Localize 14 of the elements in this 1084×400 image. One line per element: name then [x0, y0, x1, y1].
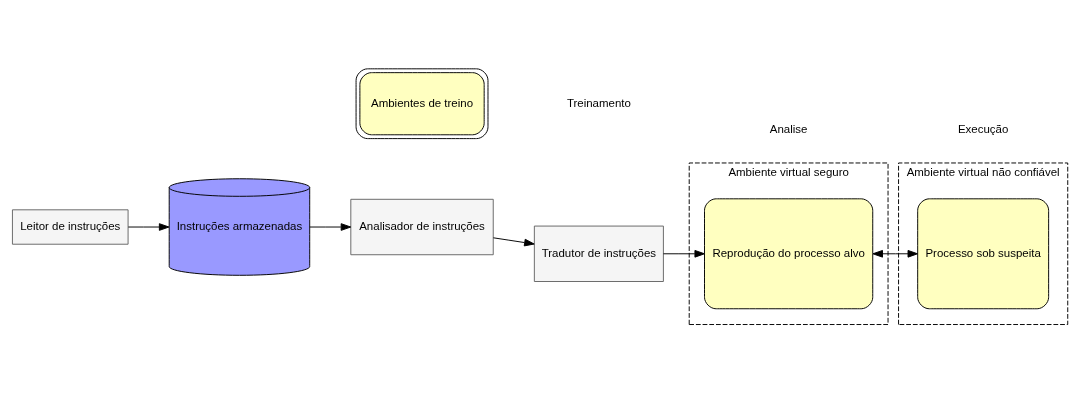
arrow	[127, 222, 170, 231]
arrow	[309, 222, 352, 231]
node-box: Tradutor de instruções	[533, 225, 664, 282]
arrow	[492, 236, 535, 246]
label: Analise	[769, 122, 808, 135]
label: Treinamento	[566, 96, 631, 109]
node-box: Leitor de instruções	[11, 208, 129, 245]
arrow	[872, 249, 919, 258]
node-box: Ambientes de treino	[355, 67, 489, 139]
node-box: Processo sob suspeita	[917, 197, 1050, 309]
arrow	[662, 249, 705, 258]
node-box: Reprodução do processo alvo	[704, 197, 874, 309]
label: Execução	[957, 122, 1009, 135]
node-box: Analisador de instruções	[350, 198, 494, 255]
